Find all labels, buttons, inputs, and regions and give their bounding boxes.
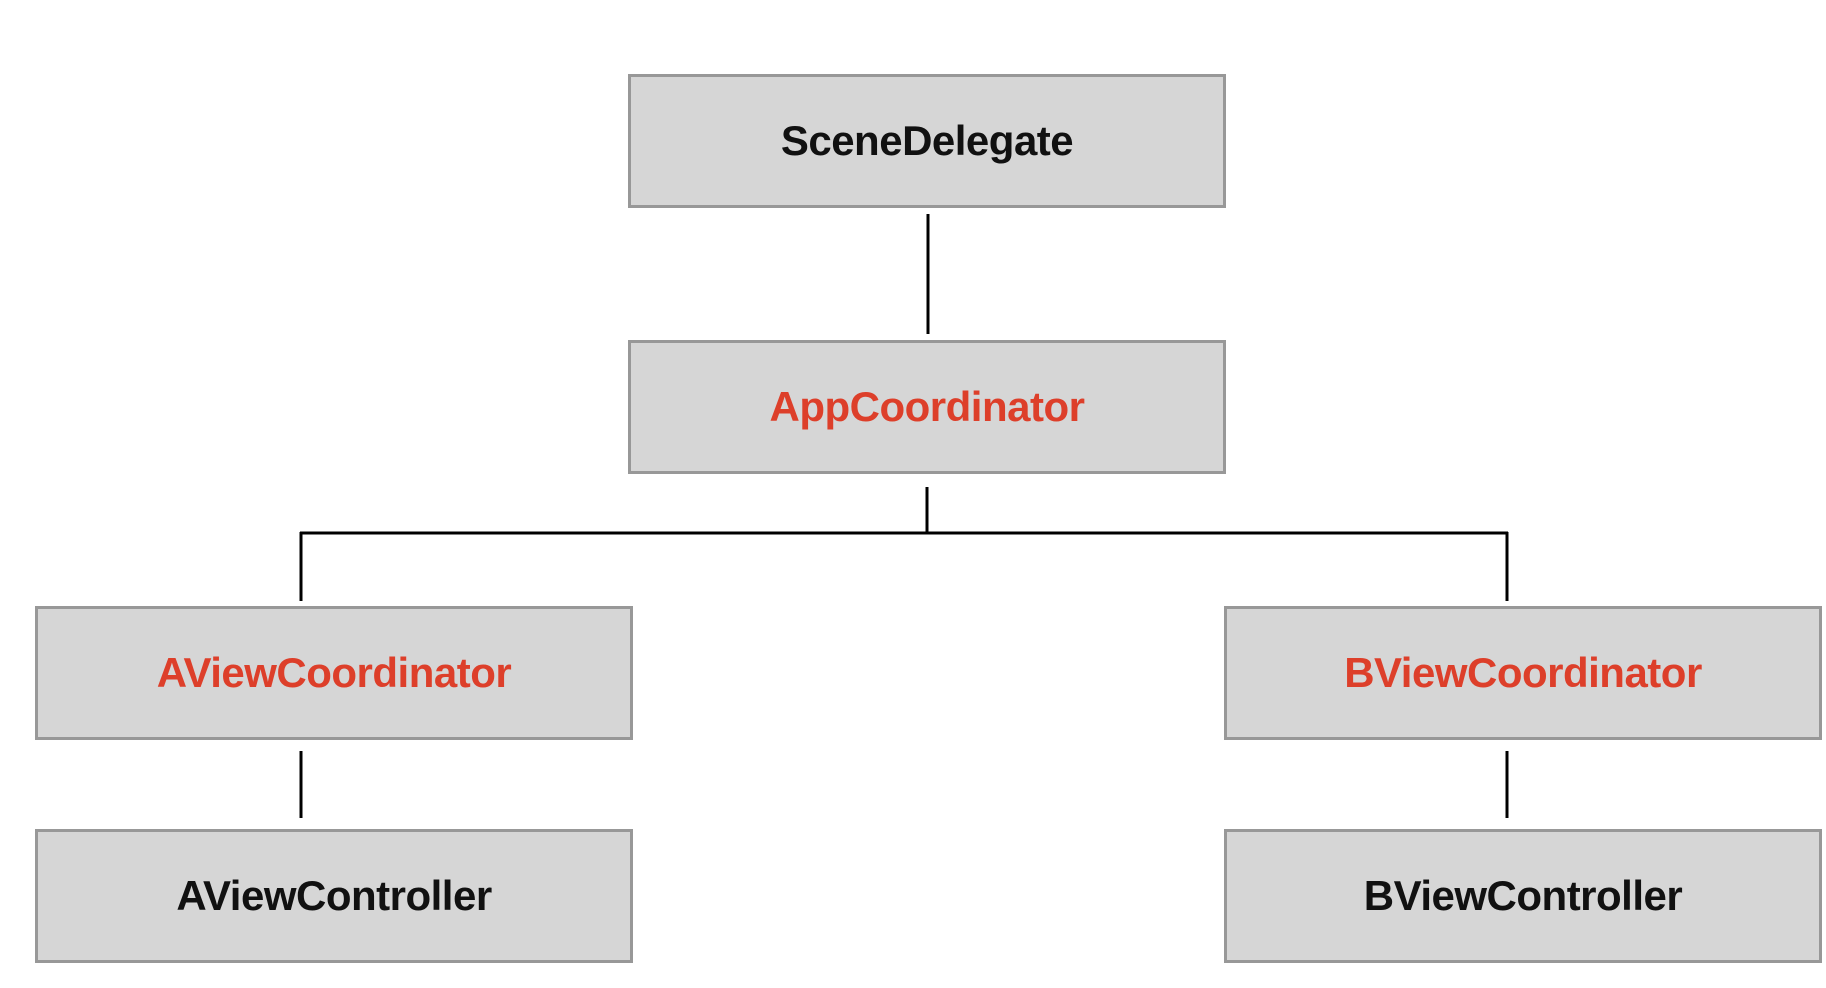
node-label: AViewCoordinator <box>156 649 512 696</box>
node-a-view-coordinator: AViewCoordinator <box>35 606 633 740</box>
node-a-view-controller: AViewController <box>35 829 633 963</box>
node-label: AppCoordinator <box>769 383 1085 430</box>
node-label: SceneDelegate <box>780 117 1074 164</box>
node-label: BViewController <box>1363 872 1683 919</box>
node-label: BViewCoordinator <box>1344 649 1702 696</box>
node-b-view-coordinator: BViewCoordinator <box>1224 606 1822 740</box>
node-label: AViewController <box>176 872 492 919</box>
node-b-view-controller: BViewController <box>1224 829 1822 963</box>
node-scene-delegate: SceneDelegate <box>628 74 1226 208</box>
node-app-coordinator: AppCoordinator <box>628 340 1226 474</box>
